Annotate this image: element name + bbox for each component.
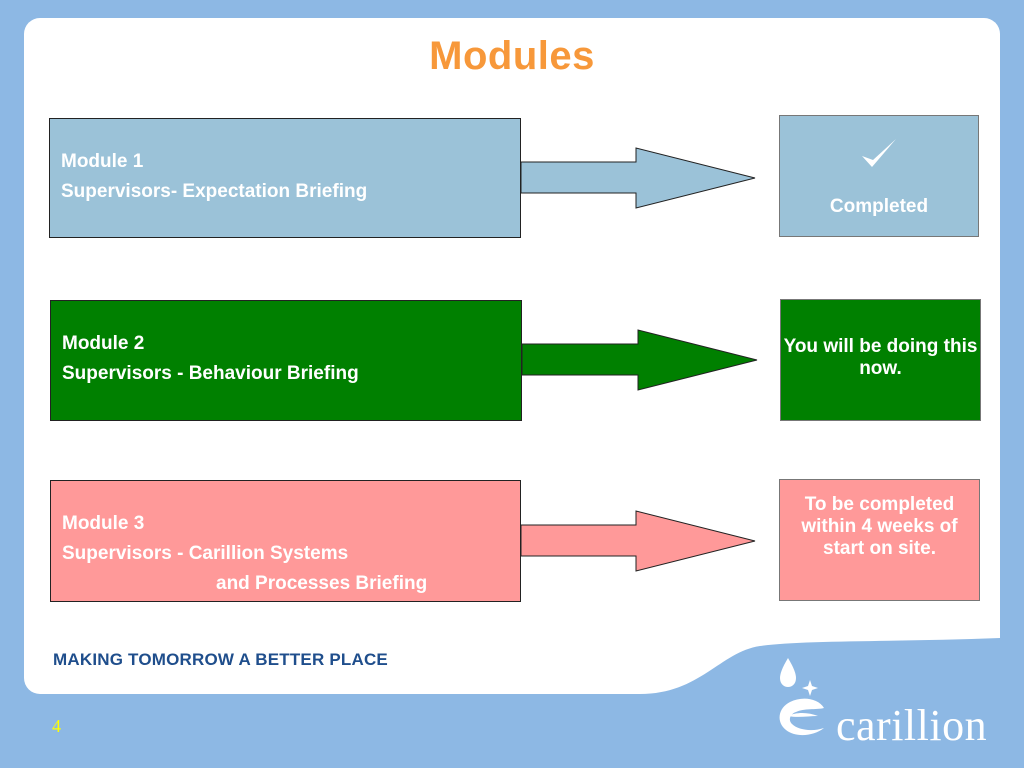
page-number: 4 bbox=[52, 716, 61, 736]
module-2-arrow bbox=[521, 329, 758, 391]
module-2-number: Module 2 bbox=[62, 333, 145, 354]
slide-title: Modules bbox=[429, 34, 595, 78]
module-1-arrow bbox=[520, 147, 756, 209]
check-icon bbox=[780, 136, 978, 180]
module-1-title: Supervisors- Expectation Briefing bbox=[61, 181, 368, 202]
carillion-logo-icon bbox=[768, 650, 840, 747]
module-2-title: Supervisors - Behaviour Briefing bbox=[62, 363, 359, 384]
module-3-status-text: To be completed within 4 weeks of start … bbox=[801, 494, 958, 559]
module-1-box: Module 1 Supervisors- Expectation Briefi… bbox=[49, 118, 521, 238]
module-2-status-text: You will be doing this now. bbox=[783, 336, 978, 379]
module-3-number: Module 3 bbox=[62, 513, 145, 534]
module-2-status: You will be doing this now. bbox=[780, 299, 981, 421]
module-3-title: Supervisors - Carillion Systems bbox=[62, 543, 349, 564]
module-2-box: Module 2 Supervisors - Behaviour Briefin… bbox=[50, 300, 522, 421]
brand-name: carillion bbox=[836, 701, 988, 750]
module-1-status: Completed bbox=[779, 115, 979, 237]
module-3-box: Module 3 Supervisors - Carillion Systems… bbox=[50, 480, 521, 602]
module-3-status: To be completed within 4 weeks of start … bbox=[779, 479, 980, 601]
tagline: MAKING TOMORROW A BETTER PLACE bbox=[53, 650, 388, 669]
module-1-number: Module 1 bbox=[61, 151, 144, 172]
module-3-title-cont: and Processes Briefing bbox=[216, 573, 428, 594]
module-1-status-text: Completed bbox=[829, 196, 929, 217]
module-3-arrow bbox=[520, 510, 756, 572]
